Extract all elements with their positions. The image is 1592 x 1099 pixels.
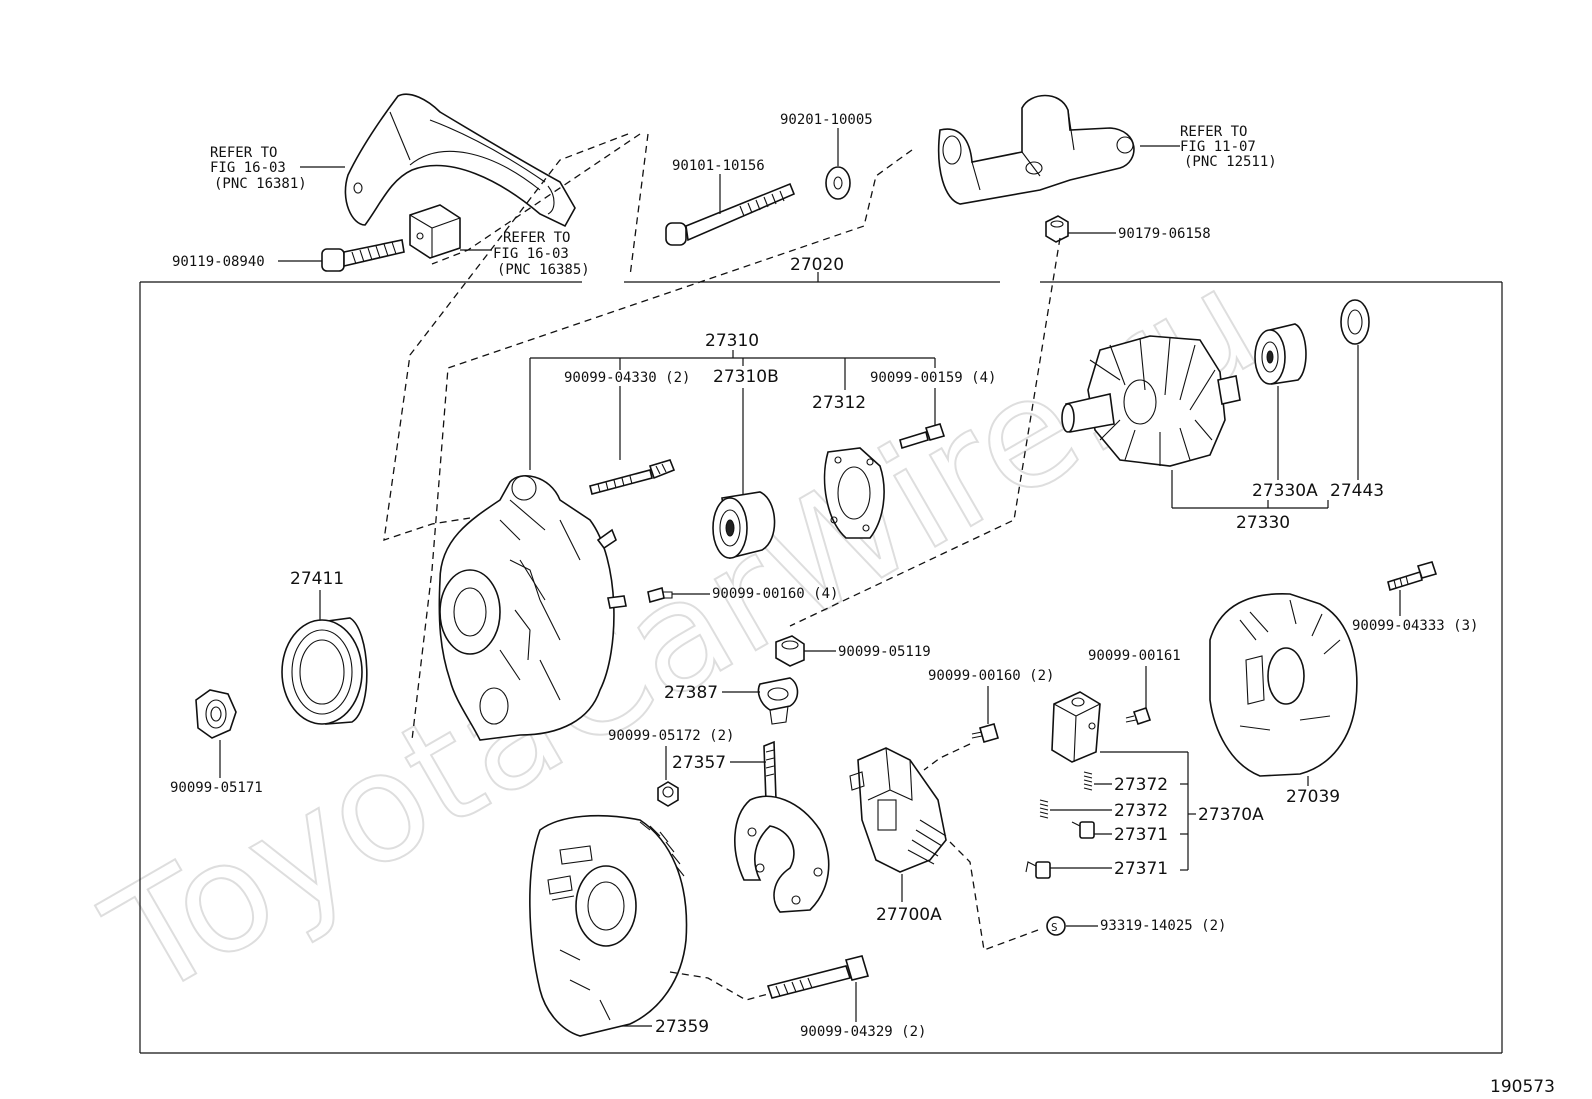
bolt-90099-04333 <box>1387 561 1438 592</box>
label-27443: 27443 <box>1330 481 1384 501</box>
screw-90099-00160-2 <box>971 723 999 743</box>
refer-note-3-line3: (PNC 12511) <box>1184 154 1277 170</box>
insulator-27387 <box>757 677 799 725</box>
label-90099-00160-2: 90099-00160 (2) <box>928 668 1054 684</box>
rear-cover-27039 <box>1209 593 1358 777</box>
spring-27372-a <box>1083 771 1093 791</box>
brush-27371-b <box>1025 861 1051 879</box>
label-90099-00160-4: 90099-00160 (4) <box>712 586 838 602</box>
label-90179-06158: 90179-06158 <box>1118 226 1211 242</box>
bolt-90119-08940 <box>321 239 405 272</box>
screw-90099-00161 <box>1125 706 1152 726</box>
nut-90099-05119 <box>775 635 805 667</box>
brush-holder-27370A <box>1051 691 1101 763</box>
label-27359: 27359 <box>655 1017 709 1037</box>
rectifier-27357 <box>734 740 830 913</box>
rotor-27330 <box>1061 335 1241 467</box>
nut-90099-05172 <box>657 781 679 807</box>
bracket-16381 <box>344 93 576 228</box>
stud-93319-14025: S <box>1046 916 1066 936</box>
label-27372-a: 27372 <box>1114 775 1168 795</box>
label-90119-08940: 90119-08940 <box>172 254 265 270</box>
refer-note-3-line1: REFER TO <box>1180 124 1247 140</box>
refer-note-1-line1: REFER TO <box>210 145 277 161</box>
label-90099-00159: 90099-00159 (4) <box>870 370 996 386</box>
label-27387: 27387 <box>664 683 718 703</box>
screw-90099-00159 <box>899 423 946 450</box>
label-90201-10005: 90201-10005 <box>780 112 873 128</box>
label-27411: 27411 <box>290 569 344 589</box>
bracket-12511 <box>937 94 1135 205</box>
label-93319-14025: 93319-14025 (2) <box>1100 918 1226 934</box>
figure-id: 190573 <box>1490 1077 1555 1097</box>
washer-90201-10005 <box>825 166 851 200</box>
assembly-frame <box>139 272 1503 1054</box>
bearing-27330A <box>1254 323 1307 385</box>
label-90099-04330: 90099-04330 (2) <box>564 370 690 386</box>
nut-90179-06158 <box>1045 215 1069 243</box>
spring-27372-b <box>1039 799 1049 819</box>
label-27370A: 27370A <box>1198 805 1264 825</box>
label-90099-04333: 90099-04333 (3) <box>1352 618 1478 634</box>
refer-note-1-line3: (PNC 16381) <box>214 176 307 192</box>
plate-27312 <box>823 447 885 539</box>
label-27310B: 27310B <box>713 367 779 387</box>
svg-text:S: S <box>1051 921 1058 934</box>
bearing-27310B <box>712 491 776 559</box>
label-90099-00161: 90099-00161 <box>1088 648 1181 664</box>
screw-90099-00160-4 <box>647 586 673 604</box>
washer-27443 <box>1340 299 1370 345</box>
label-27330: 27330 <box>1236 513 1290 533</box>
label-27020: 27020 <box>790 255 844 275</box>
label-27039: 27039 <box>1286 787 1340 807</box>
refer-note-2-line3: (PNC 16385) <box>497 262 590 278</box>
bolt-90099-04329 <box>766 955 870 999</box>
label-27330A: 27330A <box>1252 481 1318 501</box>
label-90099-05172: 90099-05172 (2) <box>608 728 734 744</box>
label-27312: 27312 <box>812 393 866 413</box>
nut-90099-05171 <box>195 689 237 739</box>
label-27310: 27310 <box>705 331 759 351</box>
brush-27371-a <box>1071 821 1095 839</box>
bolt-90101-10156 <box>665 182 796 246</box>
label-90099-05119: 90099-05119 <box>838 644 931 660</box>
label-27371-a: 27371 <box>1114 825 1168 845</box>
label-90099-04329: 90099-04329 (2) <box>800 1024 926 1040</box>
label-27357: 27357 <box>672 753 726 773</box>
block-16385 <box>409 204 461 259</box>
drive-end-frame <box>438 474 627 741</box>
stud-90099-04330 <box>589 459 676 495</box>
refer-note-3-line2: FIG 11-07 <box>1180 139 1256 155</box>
label-27700A: 27700A <box>876 905 942 925</box>
label-90099-05171: 90099-05171 <box>170 780 263 796</box>
pulley-27411 <box>281 617 368 725</box>
refer-note-1-line2: FIG 16-03 <box>210 160 286 176</box>
rear-frame-27359 <box>529 814 688 1037</box>
label-27372-b: 27372 <box>1114 801 1168 821</box>
label-27371-b: 27371 <box>1114 859 1168 879</box>
refer-note-2-line1: REFER TO <box>503 230 570 246</box>
label-90101-10156: 90101-10156 <box>672 158 765 174</box>
refer-note-2-line2: FIG 16-03 <box>493 246 569 262</box>
regulator-27700A <box>849 747 947 873</box>
